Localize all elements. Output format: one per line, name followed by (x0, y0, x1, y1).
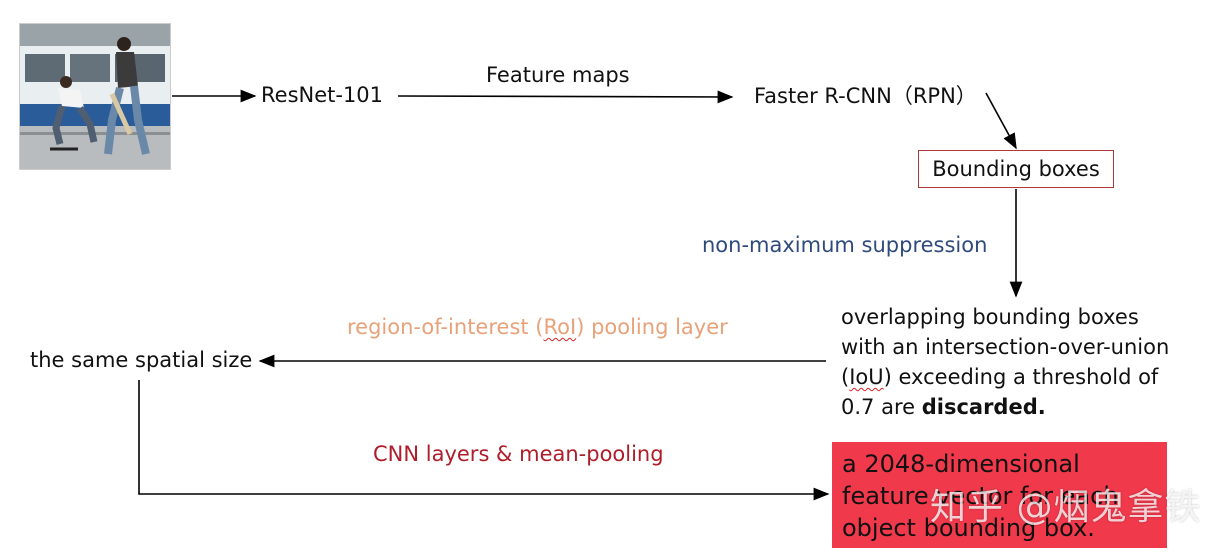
result-line-3: object bounding box. (842, 514, 1095, 542)
overlap-line-4: 0.7 are discarded. (841, 395, 1046, 419)
bounding-boxes-label: Bounding boxes (932, 157, 1100, 181)
overlap-description: overlapping bounding boxes with an inter… (841, 302, 1169, 422)
feature-maps-label: Feature maps (486, 63, 630, 87)
roi-prefix: region-of-interest ( (347, 315, 544, 339)
overlap-line-2: with an intersection-over-union (841, 335, 1170, 359)
arrow-resnet-to-rcnn (397, 90, 734, 104)
cnn-layers-label: CNN layers & mean-pooling (373, 442, 664, 466)
faster-rcnn-label: Faster R-CNN（RPN） (754, 84, 977, 108)
input-photo (19, 23, 171, 170)
result-line-2: feature vector for each (842, 482, 1119, 510)
feature-vector-node: a 2048-dimensional feature vector for ea… (832, 442, 1167, 548)
watermark: 知乎 @烟鬼拿铁 (930, 487, 1202, 528)
result-line-1: a 2048-dimensional (842, 450, 1080, 478)
roi-abbr: RoI (543, 315, 577, 339)
overlap-line-1: overlapping bounding boxes (841, 305, 1139, 329)
skateboarders-photo-icon (20, 24, 170, 169)
resnet-label: ResNet-101 (261, 83, 384, 107)
arrow-size-to-result (138, 380, 830, 501)
same-spatial-size-label: the same spatial size (30, 348, 253, 372)
iou-abbr: IoU (849, 365, 884, 389)
roi-suffix: ) pooling layer (576, 315, 728, 339)
discarded-word: discarded. (921, 395, 1046, 419)
overlap-line-3: (IoU) exceeding a threshold of (841, 365, 1159, 389)
roi-pooling-label: region-of-interest (RoI) pooling layer (347, 315, 728, 339)
nms-label: non-maximum suppression (702, 233, 988, 257)
arrow-rcnn-to-bbox (985, 92, 1017, 150)
bounding-boxes-node: Bounding boxes (918, 150, 1114, 188)
